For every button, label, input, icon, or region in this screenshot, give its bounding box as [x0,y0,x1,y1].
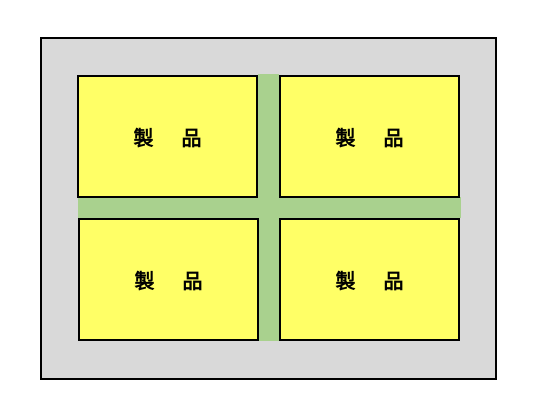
product-label: 製品 [133,126,230,150]
product-label: 製品 [335,269,432,293]
horizontal-cut-gutter [78,197,461,218]
product-label: 製品 [134,269,231,293]
product-bottom-right: 製品 [279,218,460,341]
product-label: 製品 [335,126,432,150]
product-top-left: 製品 [77,75,258,198]
product-bottom-left: 製品 [78,218,259,341]
product-top-right: 製品 [279,75,460,198]
